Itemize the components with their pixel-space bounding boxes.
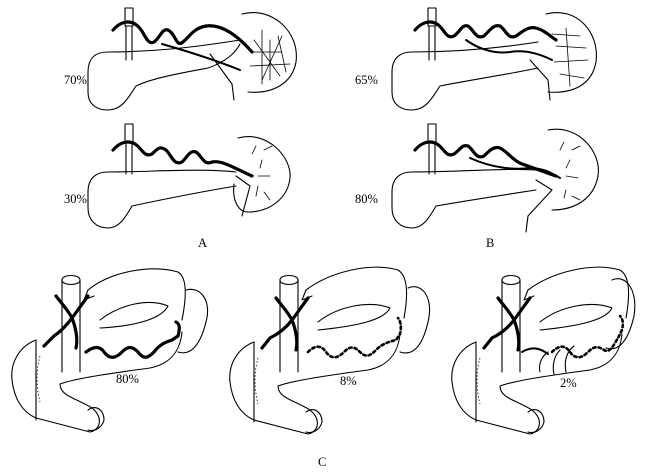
panel-b-top-diagram [391,7,597,111]
panel-c-left-percentage: 80% [116,372,139,386]
panel-a-top-percentage: 70% [64,73,87,87]
panel-a-bottom-percentage: 30% [64,192,87,206]
panel-b-label: B [486,236,495,250]
panel-c-right-percentage: 2% [560,376,577,390]
panel-a-label: A [198,236,208,250]
panel-c-label: C [318,455,327,469]
panel-c-middle-diagram [229,266,430,435]
panel-a-top-diagram [87,7,297,111]
panel-c-middle-percentage: 8% [340,374,357,388]
panel-a-bottom-diagram [87,123,291,229]
panel-b-bottom-diagram [391,123,599,233]
panel-c-right-diagram [451,266,636,435]
panel-b-bottom-percentage: 80% [355,192,378,206]
panel-b-top-percentage: 65% [355,73,378,87]
panel-c-left-diagram [11,268,208,433]
